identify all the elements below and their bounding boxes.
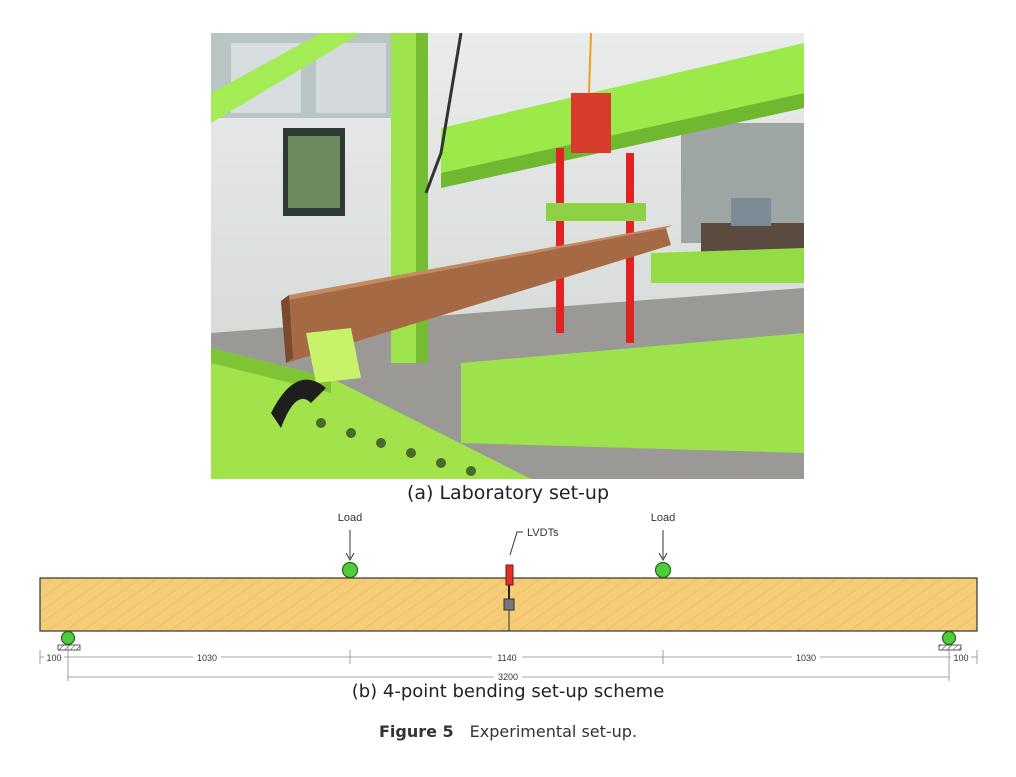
load-label-right: Load	[651, 512, 675, 524]
dim-total-span: 3200	[498, 672, 518, 681]
steel-frame-top-girder	[441, 43, 804, 173]
frame-bolt-holes	[316, 418, 476, 476]
laboratory-photo	[211, 33, 804, 479]
support-roller-right	[941, 630, 957, 646]
photo-caption: (a) Laboratory set-up	[406, 482, 610, 504]
spreader-beam	[546, 203, 646, 221]
load-label-left: Load	[338, 512, 362, 524]
bending-scheme-diagram: Load Load LVDTs 100 1030 1140 1030	[39, 512, 978, 681]
laptop	[731, 198, 771, 226]
wall-poster-inner	[288, 136, 340, 208]
lvdt-base	[503, 598, 515, 611]
steel-frame-rear-girder	[651, 248, 804, 283]
steel-frame-girder-shadow	[441, 93, 804, 188]
support-hatch-right	[938, 644, 962, 651]
support-roller-left	[60, 630, 76, 646]
support-bracket	[306, 328, 361, 383]
load-roller-left	[341, 561, 359, 579]
support-hatch-left	[57, 644, 81, 651]
load-roller-right	[654, 561, 672, 579]
support-rubber-pad	[271, 379, 326, 428]
hydraulic-jack	[571, 93, 611, 153]
dim-span-middle: 1140	[497, 653, 516, 663]
window-pane	[316, 43, 386, 113]
figure-caption: Figure 5 Experimental set-up.	[0, 722, 1016, 741]
steel-frame-bottom-girder	[461, 333, 804, 453]
timber-beam-top	[281, 225, 673, 301]
timber-beam-end	[281, 295, 293, 363]
load-arrowhead-right	[658, 552, 668, 562]
figure-label: Figure 5	[378, 722, 454, 741]
dim-span-right: 1030	[796, 653, 816, 663]
dim-span-left: 1030	[197, 653, 217, 663]
loading-frame-leg	[556, 148, 564, 333]
figure-caption-text: Experimental set-up.	[469, 722, 638, 741]
lvdt-sensor-body	[505, 564, 514, 586]
steel-frame-brace	[211, 33, 361, 123]
lifting-chain	[424, 33, 463, 194]
load-arrowhead-left	[345, 552, 355, 562]
dim-overhang-right: 100	[953, 653, 968, 663]
timber-beam-side	[281, 228, 671, 363]
lvdt-label: LVDTs	[527, 527, 559, 539]
dim-overhang-left: 100	[46, 653, 61, 663]
orange-sling	[588, 33, 592, 94]
lvdt-leader-line	[509, 531, 523, 556]
scheme-caption: (b) 4-point bending set-up scheme	[351, 681, 665, 702]
